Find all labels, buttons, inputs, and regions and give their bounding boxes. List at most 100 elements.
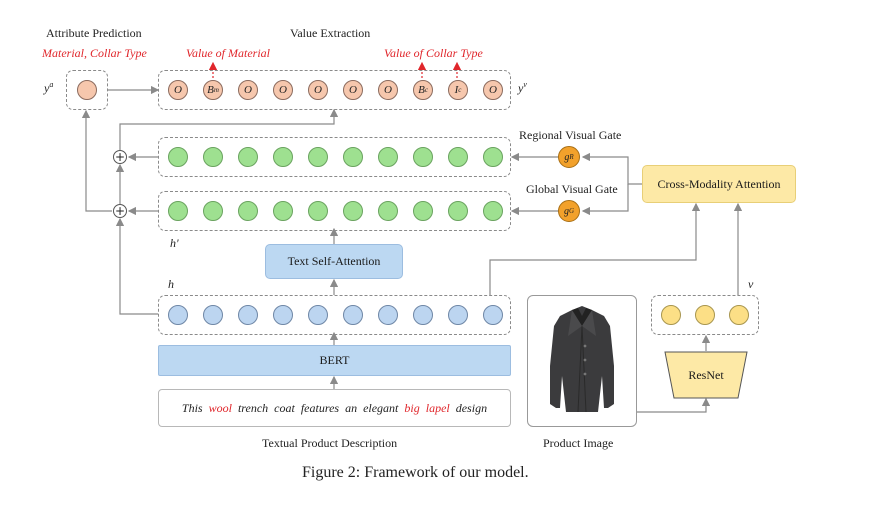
sentence-word: features	[300, 400, 340, 415]
value-of-material-label: Value of Material	[186, 46, 270, 60]
visual-feature-node	[695, 305, 715, 325]
tag-label: O	[174, 84, 182, 96]
text-hidden-node	[273, 305, 293, 325]
text-hidden-node	[413, 305, 433, 325]
text-hidden-node	[483, 305, 503, 325]
highlighted-word: wool	[208, 400, 232, 415]
global-fused-node	[483, 201, 503, 221]
tag-label: O	[489, 84, 497, 96]
tag-label: O	[314, 84, 322, 96]
regional-fused-node	[168, 147, 188, 167]
regional-fused-node	[343, 147, 363, 167]
ya-label: ya	[44, 80, 54, 95]
coat-image	[550, 306, 614, 413]
yv-label: yv	[518, 80, 527, 95]
text-hidden-node	[448, 305, 468, 325]
global-fused-node	[343, 201, 363, 221]
tag-node: O	[308, 80, 328, 100]
tag-node: O	[238, 80, 258, 100]
attribute-values-label: Material, Collar Type	[42, 46, 147, 60]
text-hidden-node	[203, 305, 223, 325]
regional-fused-node	[448, 147, 468, 167]
global-visual-row	[158, 191, 511, 231]
global-fused-node	[273, 201, 293, 221]
cross-modality-attention-box: Cross-Modality Attention	[642, 165, 796, 203]
product-image-caption: Product Image	[543, 436, 614, 450]
bert-box: BERT	[158, 345, 511, 376]
value-of-collar-label: Value of Collar Type	[384, 46, 483, 60]
tag-label: O	[244, 84, 252, 96]
regional-fused-node	[378, 147, 398, 167]
global-fused-node	[378, 201, 398, 221]
global-fused-node	[448, 201, 468, 221]
visual-feature-node	[729, 305, 749, 325]
text-self-attention-box: Text Self-Attention	[265, 244, 403, 279]
text-hidden-node	[378, 305, 398, 325]
sentence-word: an	[345, 400, 358, 415]
global-gate-label: Global Visual Gate	[526, 182, 618, 196]
text-hidden-node	[308, 305, 328, 325]
resnet-shape	[664, 351, 748, 399]
regional-fused-node	[308, 147, 328, 167]
text-hidden-row	[158, 295, 511, 335]
tag-node: O	[378, 80, 398, 100]
tag-label: B	[418, 84, 425, 96]
regional-gate-label: Regional Visual Gate	[519, 128, 622, 142]
add-global-plus: +	[113, 204, 127, 218]
tag-subscript: c	[424, 86, 428, 94]
tag-node: O	[483, 80, 503, 100]
tag-label: B	[207, 84, 214, 96]
attribute-node	[77, 80, 97, 100]
figure-caption: Figure 2: Framework of our model.	[302, 464, 529, 481]
tag-node: O	[168, 80, 188, 100]
highlighted-word: lapel	[425, 400, 450, 415]
product-image-box	[527, 295, 637, 427]
regional-fused-node	[273, 147, 293, 167]
highlighted-word: big	[404, 400, 420, 415]
global-fused-node	[168, 201, 188, 221]
regional-fused-node	[413, 147, 433, 167]
sentence-word: elegant	[363, 400, 399, 415]
attribute-prediction-label: Attribute Prediction	[46, 26, 142, 40]
text-hidden-node	[168, 305, 188, 325]
sentence-word: coat	[274, 400, 295, 415]
tag-node: O	[273, 80, 293, 100]
tag-subscript: c	[458, 86, 462, 94]
tag-label: O	[349, 84, 357, 96]
global-fused-node	[413, 201, 433, 221]
sentence-word: trench	[237, 400, 269, 415]
attribute-prediction-box	[66, 70, 108, 110]
tag-node: O	[343, 80, 363, 100]
regional-fused-node	[203, 147, 223, 167]
resnet-label: ResNet	[688, 367, 724, 382]
global-fused-node	[203, 201, 223, 221]
textual-description-caption: Textual Product Description	[262, 436, 398, 450]
global-fused-node	[308, 201, 328, 221]
regional-fused-node	[238, 147, 258, 167]
global-fused-node	[238, 201, 258, 221]
tag-label: O	[384, 84, 392, 96]
h-prime-label: h'	[170, 236, 179, 250]
visual-feature-row	[651, 295, 759, 335]
h-label: h	[168, 277, 174, 291]
add-regional-plus: +	[113, 150, 127, 164]
v-label: v	[748, 277, 754, 291]
text-hidden-node	[238, 305, 258, 325]
tag-label: O	[279, 84, 287, 96]
visual-feature-node	[661, 305, 681, 325]
tag-label: I	[454, 84, 459, 96]
regional-fused-node	[483, 147, 503, 167]
sentence-word: design	[455, 400, 488, 415]
sentence-word: This	[181, 400, 203, 415]
regional-visual-row	[158, 137, 511, 177]
tag-subscript: m	[213, 86, 219, 94]
value-extraction-label: Value Extraction	[290, 26, 371, 40]
